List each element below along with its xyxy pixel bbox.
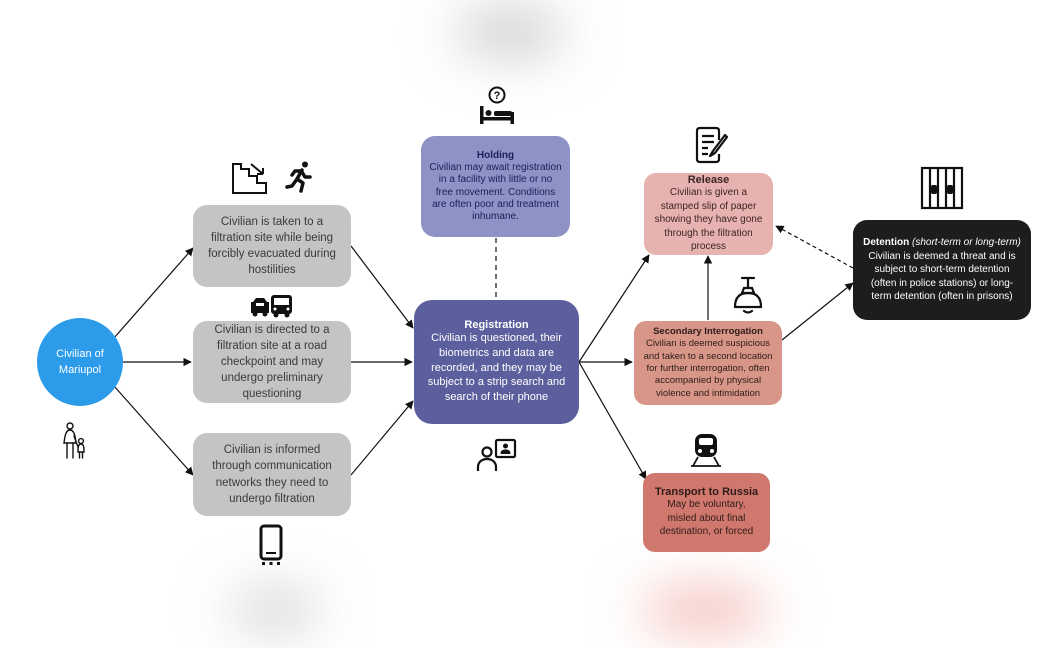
arrow-detention-to-release <box>775 225 854 269</box>
route-checkpoint: Civilian is directed to a filtration sit… <box>193 321 351 403</box>
bed-question-icon: ? <box>480 86 514 124</box>
release-text: Civilian is given a stamped slip of pape… <box>654 187 763 253</box>
ceiling-lamp-icon <box>733 276 763 314</box>
detention-title-note: (short-term or long-term) <box>911 237 1021 249</box>
arrow-start-to-evacuation <box>113 247 194 339</box>
arrow-networks-to-registration <box>350 400 414 476</box>
start-node-civilian: Civilian of Mariupol <box>37 318 123 406</box>
detention-title: Detention <box>863 237 910 249</box>
prison-bars-icon <box>920 166 964 210</box>
route-networks: Civilian is informed through communicati… <box>193 433 351 516</box>
arrow-registration-to-transport <box>578 361 647 480</box>
arrow-start-to-networks <box>113 385 194 476</box>
arrow-registration-to-release <box>578 254 650 363</box>
route-checkpoint-text: Civilian is directed to a filtration sit… <box>214 323 330 401</box>
detention-node: Detention (short-term or long-term) Civi… <box>853 220 1031 320</box>
detention-text: Civilian is deemed a threat and is subje… <box>868 250 1016 303</box>
release-node: Release Civilian is given a stamped slip… <box>644 173 773 255</box>
car-bus-icon <box>251 295 292 318</box>
stairs-down-icon <box>232 163 267 194</box>
parent-child-icon <box>63 422 85 459</box>
secondary-text: Civilian is deemed suspicious and taken … <box>643 338 773 399</box>
holding-node: Holding Civilian may await registration … <box>421 136 570 237</box>
start-label: Civilian of Mariupol <box>56 347 104 377</box>
detention-title-line: Detention (short-term or long-term) <box>863 236 1021 250</box>
arrow-evacuation-to-registration <box>350 245 414 329</box>
secondary-interrogation-node: Secondary Interrogation Civilian is deem… <box>634 321 782 405</box>
document-pen-icon <box>695 126 728 164</box>
secondary-title: Secondary Interrogation <box>653 325 763 337</box>
transport-title: Transport to Russia <box>654 486 759 499</box>
holding-title: Holding <box>476 149 515 161</box>
release-title: Release <box>687 174 730 187</box>
holding-text: Civilian may await registration in a fac… <box>429 162 562 222</box>
route-evacuation-text: Civilian is taken to a filtration site w… <box>208 215 336 277</box>
registration-text: Civilian is questioned, their biometrics… <box>427 331 566 404</box>
transport-text: May be voluntary, misled about final des… <box>659 499 754 538</box>
user-id-icon <box>476 438 517 471</box>
route-networks-text: Civilian is informed through communicati… <box>212 444 332 505</box>
arrow-secondary-to-detention <box>781 282 854 341</box>
train-icon <box>691 434 721 467</box>
mobile-phone-icon <box>259 524 283 565</box>
route-evacuation: Civilian is taken to a filtration site w… <box>193 205 351 287</box>
registration-node: Registration Civilian is questioned, the… <box>414 300 579 424</box>
running-person-icon <box>285 161 312 193</box>
transport-node: Transport to Russia May be voluntary, mi… <box>643 473 770 552</box>
registration-title: Registration <box>464 318 529 331</box>
svg-text:?: ? <box>494 90 501 102</box>
